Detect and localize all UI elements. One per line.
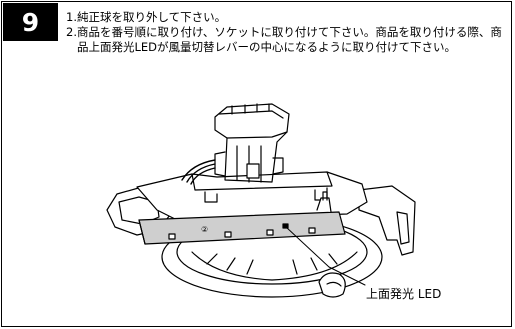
wire-harness bbox=[181, 159, 216, 185]
led-callout-leader bbox=[285, 226, 366, 286]
airflow-knob bbox=[318, 272, 346, 298]
led-callout-label: 上面発光 LED bbox=[366, 287, 442, 301]
instruction-list: 1. 純正球を取り外して下さい。 2. 商品を番号順に取り付け、ソケットに取り付… bbox=[66, 10, 506, 55]
switch-lever bbox=[316, 191, 332, 213]
step-number: 9 bbox=[21, 7, 40, 37]
led-board: ② bbox=[138, 211, 346, 245]
board-number-label: ② bbox=[201, 225, 208, 234]
instruction-text: 純正球を取り外して下さい。 bbox=[77, 10, 227, 24]
instruction-number: 2. bbox=[66, 25, 77, 39]
instruction-item: 1. 純正球を取り外して下さい。 bbox=[66, 10, 506, 25]
step-number-badge: 9 bbox=[3, 3, 58, 41]
instruction-number: 1. bbox=[66, 10, 77, 24]
instruction-item: 2. 商品を番号順に取り付け、ソケットに取り付けて下さい。商品を取り付ける際、商… bbox=[66, 25, 506, 55]
right-bracket bbox=[358, 185, 416, 256]
socket-block bbox=[214, 103, 290, 183]
installation-illustration: ② bbox=[106, 103, 416, 298]
instruction-text: 商品を番号順に取り付け、ソケットに取り付けて下さい。商品を取り付ける際、商品上面… bbox=[77, 25, 502, 54]
mounting-plate bbox=[136, 171, 368, 221]
